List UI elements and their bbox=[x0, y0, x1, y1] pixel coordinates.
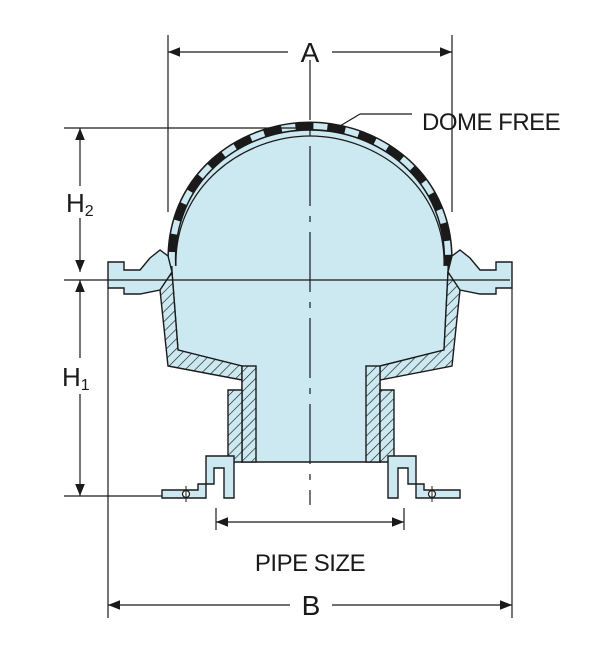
label-h1: H1 bbox=[62, 362, 90, 394]
dimension-a: A bbox=[167, 35, 453, 212]
dimension-h1: H1 bbox=[62, 279, 510, 497]
right-neck bbox=[365, 365, 381, 463]
dimension-h2: H2 bbox=[64, 127, 300, 272]
label-b: B bbox=[302, 590, 321, 621]
vent-body bbox=[107, 60, 513, 505]
left-bolt bbox=[181, 486, 191, 502]
right-support bbox=[379, 389, 395, 463]
dimension-pipe-size: PIPE SIZE bbox=[215, 508, 405, 577]
label-h2: H2 bbox=[66, 188, 94, 220]
left-neck bbox=[241, 365, 257, 463]
dimension-b: B bbox=[107, 288, 513, 621]
label-dome-free: DOME FREE bbox=[422, 109, 560, 136]
left-support bbox=[227, 389, 243, 463]
right-rim-flange bbox=[447, 249, 513, 295]
dome-band-gaps bbox=[168, 122, 452, 267]
left-foot bbox=[161, 455, 235, 499]
label-pipe-size: PIPE SIZE bbox=[255, 550, 365, 577]
left-rim-flange bbox=[107, 249, 173, 295]
dome-free-callout: DOME FREE bbox=[339, 109, 561, 136]
right-foot bbox=[387, 455, 461, 499]
right-bolt bbox=[427, 486, 437, 502]
label-a: A bbox=[301, 37, 320, 68]
